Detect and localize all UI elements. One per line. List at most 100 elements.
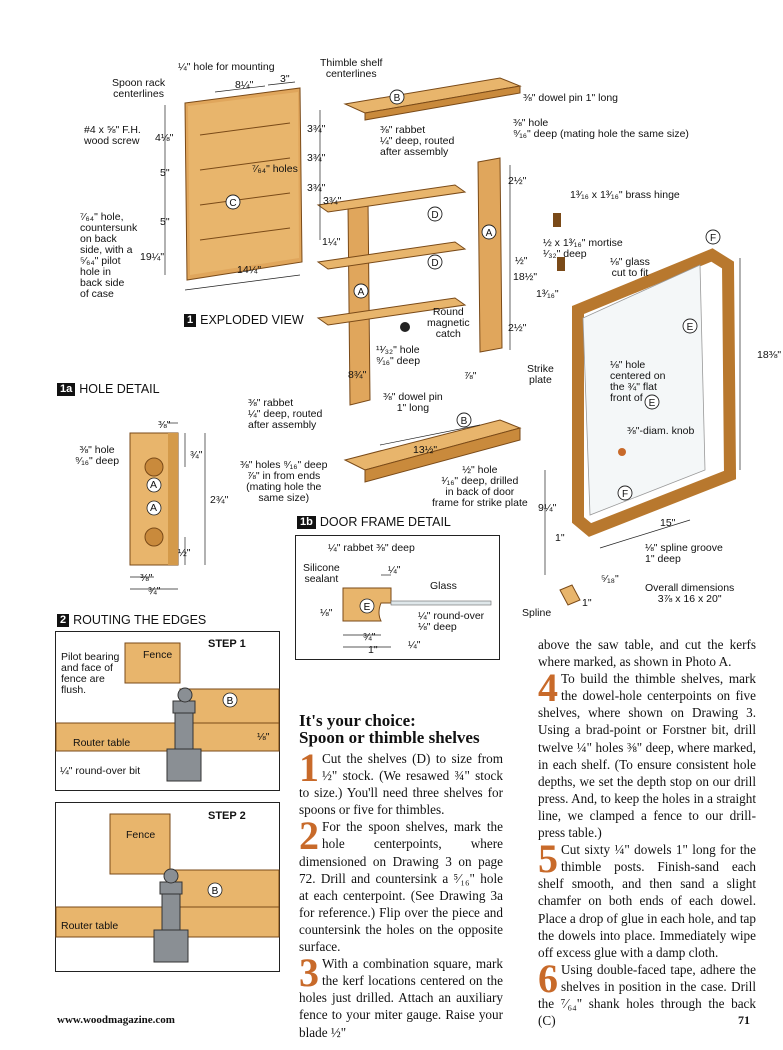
part-labels: B C D D A A B F E E F — [225, 89, 721, 501]
label-hole-centered: ⅛" hole centered on the ¾" flat front of — [610, 359, 666, 404]
hole-detail-part-a1: A — [150, 479, 158, 491]
hole-detail-part-a2: A — [150, 502, 158, 514]
part-a-left: A — [358, 287, 365, 298]
article-heading-line2: Spoon or thimble shelves — [299, 728, 480, 747]
dim-814: 8¼" — [235, 79, 254, 91]
door-frame-glass: Glass — [430, 580, 457, 592]
step1-part: B — [227, 696, 234, 707]
hole-detail-dim-5: ⅜" — [140, 572, 153, 584]
label-magnetic-catch: Round magnetic catch — [427, 306, 470, 340]
routing-header: 2 ROUTING THE EDGES — [57, 613, 206, 627]
dim-3: 3" — [280, 73, 290, 85]
label-strike-plate: Strike plate — [527, 363, 554, 386]
step-text-4: To build the thimble shelves, mark the d… — [538, 671, 756, 841]
door-frame-roundover: ¼" round-over ⅛" deep — [418, 610, 485, 633]
dropcap-5: 5 — [538, 836, 558, 882]
dim-5b: 5" — [160, 216, 170, 228]
part-b-top: B — [394, 93, 401, 104]
label-thimble-shelf: Thimble shelf centerlines — [320, 57, 383, 80]
step1-title: STEP 1 — [208, 638, 246, 650]
dropcap-4: 4 — [538, 665, 558, 711]
routing-title: ROUTING THE EDGES — [73, 613, 207, 627]
label-spline-groove: ⅛" spline groove 1" deep — [645, 542, 723, 565]
label-mortise: ½ x 1³⁄₁₆" mortise ¹⁄₃₂" deep — [543, 237, 623, 260]
hole-detail-dim-1: ⅜" — [158, 419, 171, 431]
dim-1914: 19¼" — [140, 251, 165, 263]
label-holes-bottom: ⅜" holes ⁹⁄₁₆" deep ⅞" in from ends (mat… — [240, 459, 328, 504]
hole-detail-dim-6: ¾" — [148, 585, 161, 597]
label-knob: ⅜"-diam. knob — [627, 425, 695, 437]
dim-212a: 2½" — [508, 175, 527, 187]
door-frame-number: 1b — [297, 515, 316, 529]
dim-15: 15" — [660, 517, 676, 529]
label-hole-mounting: ¼" hole for mounting — [178, 61, 275, 73]
label-dowel-pin-bottom: ⅜" dowel pin 1" long — [383, 391, 443, 414]
step1-dim: ⅛" — [257, 731, 270, 743]
step2-title: STEP 2 — [208, 810, 246, 822]
part-f-bottom: F — [622, 489, 628, 500]
part-e-right: E — [687, 322, 694, 333]
step1-drawing: B — [55, 631, 280, 791]
dim-334a: 3¾" — [307, 123, 326, 135]
door-frame-detail-header: 1b DOOR FRAME DETAIL — [297, 515, 451, 529]
step-text-5: Cut sixty ¼" dowels 1" long for the thim… — [538, 842, 756, 960]
dim-334b: 3¾" — [307, 152, 326, 164]
step1-router-table: Router table — [73, 737, 131, 749]
hole-detail-dim-2: ¾" — [190, 449, 203, 461]
door-frame-detail-drawing: E — [295, 535, 500, 660]
step1-fence: Fence — [143, 649, 173, 661]
dim-914: 9¼" — [538, 502, 557, 514]
label-hole-note: ⁷⁄₆₄" hole, countersunk on back side, wi… — [80, 211, 138, 300]
part-c: C — [229, 198, 236, 209]
hole-detail-dim-4: ½" — [178, 547, 191, 559]
door-frame-dim-4: 1" — [368, 644, 378, 656]
footer-site[interactable]: www.woodmagazine.com — [57, 1014, 175, 1026]
part-b-bottom: B — [461, 416, 468, 427]
exploded-view-header: 1 EXPLODED VIEW — [184, 313, 304, 327]
dim-12: ½" — [515, 255, 528, 267]
step2-fence: Fence — [126, 829, 156, 841]
door-frame-dim-2: ⅛" — [320, 607, 333, 619]
article-heading: It's your choice: Spoon or thimble shelv… — [299, 712, 503, 746]
label-hole-top: ⅜" hole ⁹⁄₁₆" deep (mating hole the same… — [513, 117, 689, 140]
part-e-hole: E — [649, 398, 656, 409]
hole-detail-label: ⅜" hole ⁹⁄₁₆" deep — [75, 444, 120, 467]
routing-number: 2 — [57, 613, 70, 627]
col2-intro: above the saw table, and cut the kerfs w… — [538, 637, 756, 670]
article-column-2: above the saw table, and cut the kerfs w… — [538, 636, 756, 1029]
door-frame-dim-3: ¾" — [363, 631, 376, 643]
dim-78: ⅞" — [464, 370, 477, 382]
dropcap-2: 2 — [299, 813, 319, 859]
part-d1: D — [431, 210, 438, 221]
label-wood-screw: #4 x ⅝" F.H. wood screw — [84, 124, 141, 147]
door-frame-silicone: Silicone sealant — [303, 562, 340, 585]
door-frame-part: E — [364, 602, 371, 613]
door-frame-dim-5: ¼" — [408, 639, 421, 651]
article-column-1: It's your choice: Spoon or thimble shelv… — [299, 712, 503, 1041]
exploded-view-title: EXPLODED VIEW — [200, 313, 304, 327]
hole-detail-header: 1a HOLE DETAIL — [57, 382, 160, 396]
step-text-2: For the spoon shelves, mark the hole cen… — [299, 819, 503, 955]
part-d2: D — [431, 258, 438, 269]
label-brass-hinge: 1³⁄₁₆ x 1³⁄₁₆" brass hinge — [570, 189, 680, 201]
article-heading-line1: It's your choice: — [299, 711, 416, 730]
exploded-view-number: 1 — [184, 313, 197, 327]
hole-detail-dim-3: 2¾" — [210, 494, 229, 506]
hole-detail-drawing — [129, 422, 206, 590]
label-overall: Overall dimensions 3⅞ x 16 x 20" — [645, 582, 735, 605]
dropcap-1: 1 — [299, 745, 319, 790]
label-spoon-rack: Spoon rack centerlines — [112, 77, 166, 100]
step2-part: B — [212, 886, 219, 897]
step-text-3: With a combination square, mark the kerf… — [299, 956, 503, 1040]
dim-834: 8¾" — [348, 369, 367, 381]
step2-router-table: Router table — [61, 920, 119, 932]
label-hole-1132: ¹¹⁄₃₂" hole ⁹⁄₁₆" deep — [376, 344, 421, 367]
dim-1312: 13½" — [413, 444, 438, 456]
dim-1414: 14¼" — [237, 264, 262, 276]
label-rabbet-top: ⅜" rabbet ¼" deep, routed after assembly — [380, 124, 455, 158]
